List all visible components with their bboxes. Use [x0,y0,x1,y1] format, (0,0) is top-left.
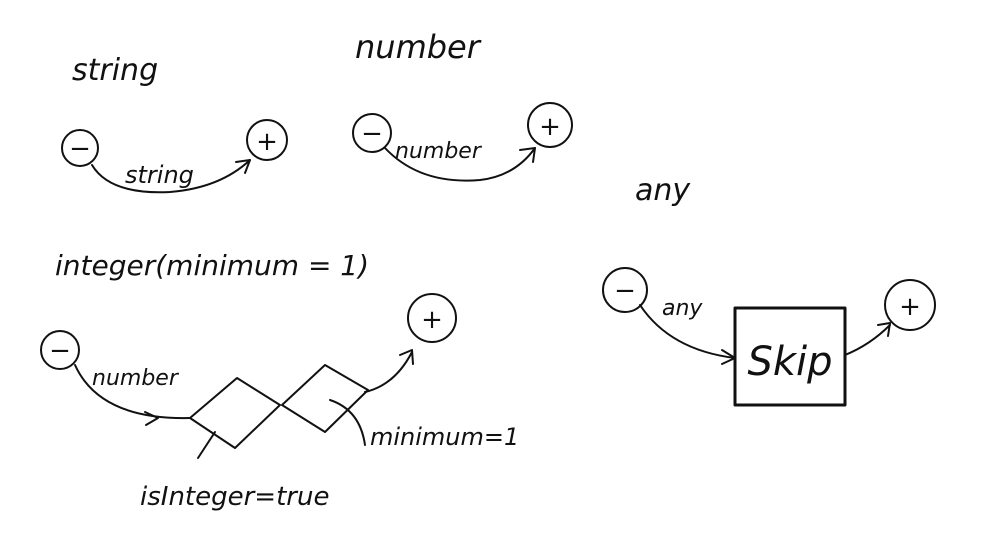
svg-text:+: + [539,112,561,142]
edge-label-string: string [125,161,194,189]
edge-label-number: number [395,139,483,164]
number-edge [384,147,536,182]
number-start-node: − [352,113,392,153]
arrowhead-icon [235,159,251,174]
arrowhead-icon [877,322,891,337]
integer-start-node: − [40,330,80,370]
title-string: string [72,53,158,88]
edge-label-any: any [662,296,703,321]
annotation-pointer [197,431,216,459]
svg-text:+: + [256,127,278,157]
minimum-check [281,364,369,433]
svg-text:+: + [421,305,443,335]
number-end-node: + [527,102,573,148]
arrowhead-icon [399,349,414,365]
string-start-node: − [61,129,99,167]
any-edge [639,304,736,359]
arrowhead-icon [519,147,536,163]
any-start-node: − [602,267,648,313]
annotation-minimum: minimum=1 [370,423,519,451]
svg-text:−: − [614,276,636,306]
svg-text:−: − [361,119,383,149]
title-integer: integer(minimum = 1) [55,249,369,282]
skip-edge [844,324,891,356]
skip-label: Skip [747,339,832,385]
annotation-is-integer: isInteger=true [140,482,329,512]
skip-box [733,306,847,407]
string-edge [91,159,251,194]
title-number: number [355,28,482,66]
svg-text:−: − [69,134,91,164]
title-any: any [635,173,691,208]
integer-final-edge [364,351,413,393]
any-end-node: + [884,279,936,331]
string-end-node: + [246,119,288,161]
arrowhead-icon [144,411,159,426]
annotation-pointer [329,399,366,446]
is-integer-check [189,377,281,449]
integer-number-edge [74,364,191,420]
svg-text:−: − [49,336,71,366]
svg-text:+: + [899,292,921,322]
edge-label-integer-number: number [92,366,180,391]
integer-end-node: + [407,293,457,343]
